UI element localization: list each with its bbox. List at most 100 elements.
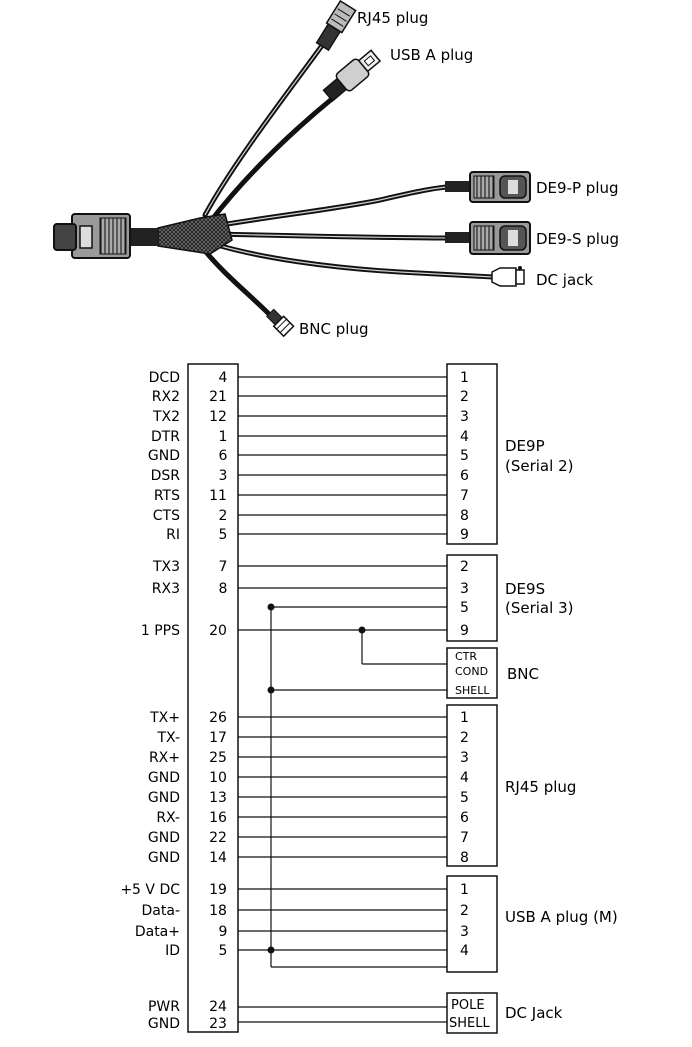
signal-label: GND [148,830,180,846]
target-pin: 3 [460,924,469,940]
signal-label: TX+ [149,710,180,726]
dc-block [446,992,498,1034]
rj45-block [446,704,498,867]
signal-label: GND [148,448,180,464]
main-pin: 25 [209,750,227,766]
bnc-pin-label: COND [455,665,488,678]
main-pin: 19 [209,882,227,898]
bnc-pin-labels: CTR COND SHELL [455,650,490,697]
target-pin: 6 [460,468,469,484]
signal-label: TX2 [152,409,180,425]
target-pin-numbers: 1 2 3 4 5 6 7 8 9 2 3 5 9 1 2 3 4 5 6 7 … [460,370,469,959]
target-pin: 2 [460,389,469,405]
target-pin: 5 [460,790,469,806]
target-pin: 8 [460,850,469,866]
target-pin: 1 [460,710,469,726]
main-pin: 13 [209,790,227,806]
signal-label: GND [148,1016,180,1032]
signal-label: 1 PPS [141,623,180,639]
main-pin: 24 [209,999,227,1015]
usb-title: USB A plug (M) [505,908,618,926]
wiring-diagram: DCD RX2 TX2 DTR GND DSR RTS CTS RI TX3 R… [120,363,618,1034]
signal-label: RX2 [152,389,180,405]
target-pin: 5 [460,600,469,616]
dc-jack-icon [491,266,525,287]
main-pin: 16 [209,810,227,826]
bnc-pin-label: SHELL [455,684,490,697]
de9p-title: DE9P [505,437,545,455]
rj45-title: RJ45 plug [505,778,576,796]
signal-names: DCD RX2 TX2 DTR GND DSR RTS CTS RI TX3 R… [120,370,180,1032]
de9s-block [446,554,498,642]
main-pin: 23 [209,1016,227,1032]
main-pin: 8 [219,581,228,597]
bnc-block [446,647,498,699]
main-boot [128,228,158,246]
main-pin: 26 [209,710,227,726]
target-pin: 2 [460,559,469,575]
signal-label: RX- [156,810,180,826]
target-pin: 3 [460,409,469,425]
de9s-plug-label: DE9-S plug [536,230,619,248]
bnc-cable [203,249,273,318]
rj45-cable [202,37,329,218]
signal-label: DCD [149,370,180,386]
signal-label: CTS [153,508,180,524]
de9s-subtitle: (Serial 3) [505,599,573,617]
wires [238,376,447,1023]
main-pin: 10 [209,770,227,786]
dc-pin-labels: POLE SHELL [449,998,490,1031]
signal-label: TX- [157,730,181,746]
rj45-plug-label: RJ45 plug [357,9,428,27]
signal-label: TX3 [152,559,180,575]
signal-label: Data- [142,903,180,919]
target-pin: 6 [460,810,469,826]
target-pin: 1 [460,882,469,898]
signal-label: RX+ [149,750,180,766]
dc-pin-label: POLE [451,998,485,1013]
target-pin: 7 [460,488,469,504]
signal-label: DSR [151,468,181,484]
bnc-plug-icon [265,308,295,338]
main-pin: 18 [209,903,227,919]
main-connector-icon [53,213,131,259]
de9s-plug-icon [445,221,531,255]
dc-jack-label: DC jack [536,271,593,289]
target-pin: 4 [460,429,469,445]
main-pin: 1 [219,429,228,445]
target-pin: 1 [460,370,469,386]
target-pin: 8 [460,508,469,524]
main-pin: 9 [219,924,228,940]
signal-label: DTR [151,429,180,445]
main-pin: 3 [219,468,228,484]
target-pin: 5 [460,448,469,464]
target-pin: 4 [460,770,469,786]
signal-label: ID [165,943,180,959]
target-pin: 2 [460,730,469,746]
main-pin: 7 [219,559,228,575]
usb-plug-label: USB A plug [390,46,473,64]
main-pin: 21 [209,389,227,405]
target-pin: 7 [460,830,469,846]
main-pin: 6 [219,448,228,464]
bnc-plug-label: BNC plug [299,320,368,338]
main-pin: 2 [219,508,228,524]
rj45-plug-icon [315,0,357,52]
main-pin: 5 [219,943,228,959]
target-pin: 9 [460,527,469,543]
main-pin: 5 [219,527,228,543]
signal-label: GND [148,850,180,866]
main-pin: 11 [209,488,227,504]
signal-label: +5 V DC [120,882,180,898]
main-pin: 17 [209,730,227,746]
dc-pin-label: SHELL [449,1016,490,1031]
target-pin: 4 [460,943,469,959]
de9p-plug-icon [445,171,531,203]
bnc-title: BNC [507,665,539,683]
main-pin-numbers: 4 21 12 1 6 3 11 2 5 7 8 20 26 17 25 10 … [209,370,227,1032]
junction-dots [267,603,366,954]
target-pin: 3 [460,581,469,597]
target-pin: 3 [460,750,469,766]
usb-plug-icon [322,49,382,102]
